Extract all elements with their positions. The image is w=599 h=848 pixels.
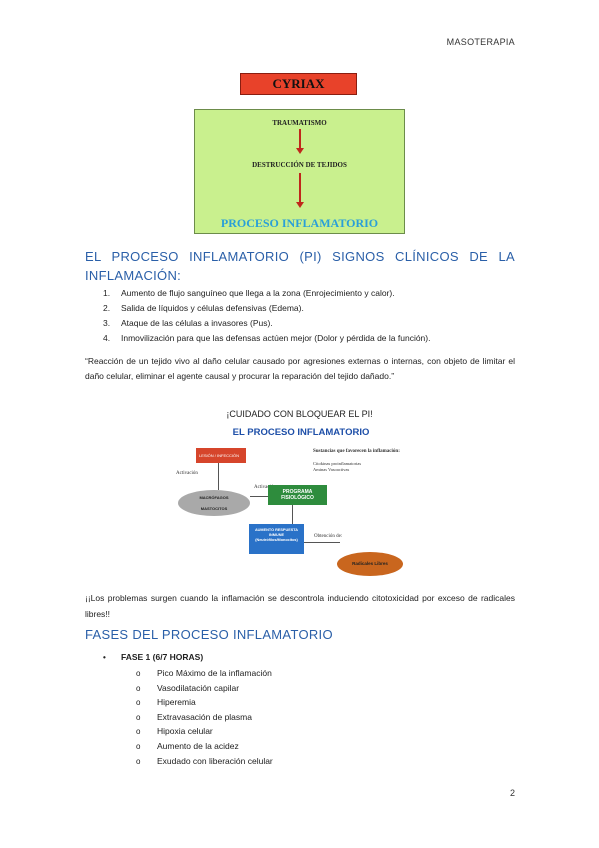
radicals-ellipse: Radicales Libres [337,552,403,576]
cells-ellipse [178,490,250,516]
cyriax-step-proceso: PROCESO INFLAMATORIO [220,216,379,230]
list-item: 1.Aumento de flujo sanguíneo que llega a… [103,288,395,298]
inflammation-substances: Sustancias que favorecen la inflamación:… [313,448,413,473]
cyriax-diagram: TRAUMATISMO DESTRUCCIÓN DE TEJIDOS PROCE… [194,109,405,234]
page-number: 2 [509,788,515,798]
list-item: 3.Ataque de las células a invasores (Pus… [103,318,273,328]
cyriax-step-traumatismo: TRAUMATISMO [272,119,327,127]
connector-line [250,496,268,497]
definition-quote: “Reacción de un tejido vivo al daño celu… [85,356,515,381]
lesion-box: LESIÓN / INFECCIÓN [196,448,246,463]
section-title-fases: FASES DEL PROCESO INFLAMATORIO [85,627,333,642]
connector-line [218,463,219,490]
obtain-label: Obtención de: [314,534,343,539]
warning-text: ¡¡Los problemas surgen cuando la inflama… [85,593,515,619]
diagram-title: EL PROCESO INFLAMATORIO [232,427,370,438]
connector-line [292,505,293,524]
activation-label: Activación [176,471,198,476]
section-title-signos: EL PROCESO INFLAMATORIO (PI) SIGNOS CLÍN… [85,249,515,283]
program-box: PROGRAMA FISIOLÓGICO [268,485,327,505]
bullet-icon: • [103,653,106,662]
substance-item: Aminas Vasoactivas [313,467,350,472]
page-header: MASOTERAPIA [446,37,515,47]
phase-1-heading: •FASE 1 (6/7 HORAS) [103,652,204,662]
arrow-head-icon [296,202,304,208]
cyriax-step-destruccion: DESTRUCCIÓN DE TEJIDOS [252,161,347,169]
arrow-head-icon [296,148,304,154]
cells-label-macrofagos: MACRÓFAGOS [199,495,229,500]
arrow-down-icon [299,173,301,203]
list-item: 2.Salida de líquidos y células defensiva… [103,303,304,313]
arrow-down-icon [299,129,301,149]
caution-heading: ¡CUIDADO CON BLOQUEAR EL PI! [226,409,373,419]
list-item: 4.Inmovilización para que las defensas a… [103,333,431,343]
cyriax-title: CYRIAX [240,73,357,95]
inflammation-diagram: EL PROCESO INFLAMATORIO LESIÓN / INFECCI… [172,424,430,584]
activation-label: Activación [254,485,276,490]
signs-list: 1.Aumento de flujo sanguíneo que llega a… [103,286,430,346]
substances-title: Sustancias que favorecen la inflamación: [313,449,400,454]
immune-response-box: AUMENTO RESPUESTA INMUNE (Neutrófilos/Mo… [249,524,304,554]
substance-item: Citokinas proinflamatorias [313,461,362,466]
connector-line [304,542,340,543]
cells-label-mastocitos: MASTOCITOS [200,506,228,511]
